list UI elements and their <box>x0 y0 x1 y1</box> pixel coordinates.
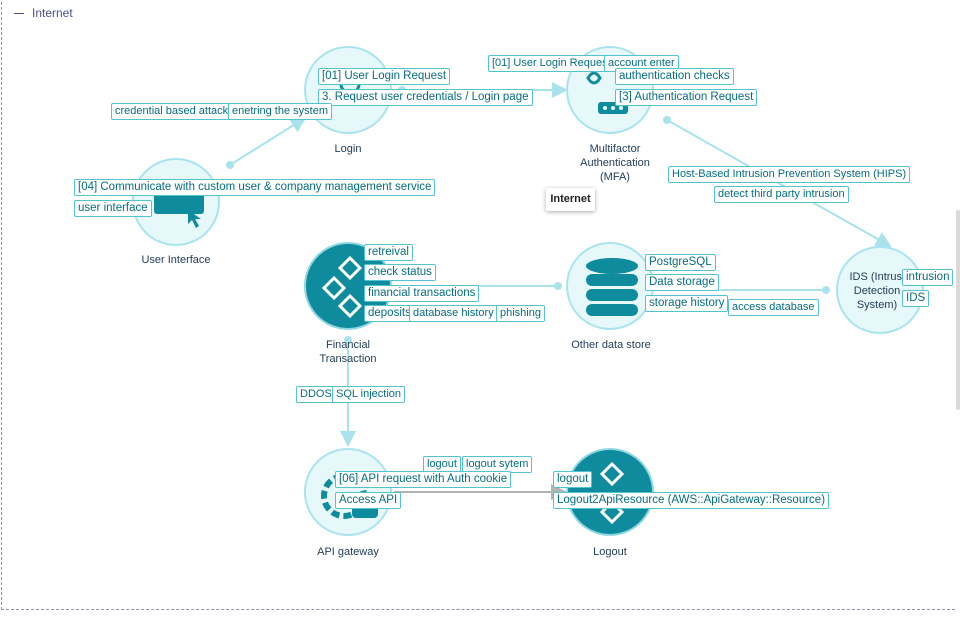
tag-logout-b[interactable]: logout <box>553 471 593 488</box>
ids-label-line-2: Detection <box>853 285 901 297</box>
vertical-scrollbar[interactable] <box>956 210 960 410</box>
logout-label: Logout <box>593 546 627 558</box>
tag-credential-attack[interactable]: credential based attack <box>111 103 233 120</box>
tag-ids[interactable]: IDS <box>902 290 930 307</box>
tag-intrusion[interactable]: intrusion <box>902 269 954 286</box>
financial-label-line-1: Financial <box>325 339 371 351</box>
tag-retreival[interactable]: retreival <box>364 244 413 261</box>
api-gateway-label: API gateway <box>317 546 379 558</box>
datastore-node[interactable] <box>566 242 654 330</box>
tag-account-enter[interactable]: account enter <box>604 55 679 72</box>
tag-login-request[interactable]: [01] User Login Request <box>318 68 451 85</box>
tag-sql-injection[interactable]: SQL injection <box>332 386 406 403</box>
tag-logout-resource[interactable]: Logout2ApiResource (AWS::ApiGateway::Res… <box>553 492 830 509</box>
mfa-label: Multifactor Authentication (MFA) <box>570 142 660 184</box>
tag-access-database[interactable]: access database <box>728 299 819 316</box>
boundary-title: Internet <box>14 6 73 20</box>
mfa-label-line-3: (MFA) <box>600 171 630 183</box>
tooltip-internet: Internet <box>546 188 595 211</box>
tag-communicate[interactable]: [04] Communicate with custom user & comp… <box>74 179 436 196</box>
mfa-label-line-1: Multifactor <box>589 143 641 155</box>
tag-request-credentials[interactable]: 3. Request user credentials / Login page <box>318 89 533 106</box>
ids-label: IDS (Intrusi Detection System) <box>838 270 916 312</box>
tag-third-party[interactable]: detect third party intrusion <box>714 186 849 203</box>
mfa-label-line-2: Authentication <box>580 157 650 169</box>
tag-auth-request[interactable]: [3] Authentication Request <box>615 89 758 106</box>
tag-api-request[interactable]: [06] API request with Auth cookie <box>335 471 512 488</box>
tag-logout-sytem[interactable]: logout sytem <box>462 456 533 473</box>
edge-mfa-ids[interactable] <box>666 119 892 247</box>
tag-deposits[interactable]: deposits <box>364 305 415 322</box>
financial-label-line-2: Transaction <box>319 353 377 365</box>
tag-user-interface[interactable]: user interface <box>74 200 152 217</box>
ids-label-line-3: System) <box>856 299 898 311</box>
login-label: Login <box>334 143 362 155</box>
database-icon <box>586 258 638 316</box>
tag-storage-history[interactable]: storage history <box>645 295 729 312</box>
tag-access-api[interactable]: Access API <box>335 492 402 509</box>
tag-entering-system[interactable]: enetring the system <box>228 103 332 120</box>
tag-phishing[interactable]: phishing <box>496 305 545 322</box>
tag-financial-transactions[interactable]: financial transactions <box>364 285 480 302</box>
tag-hips[interactable]: Host-Based Intrusion Prevention System (… <box>668 166 911 183</box>
tag-mfa-login-request[interactable]: [01] User Login Request <box>488 55 615 72</box>
user-interface-label: User Interface <box>141 254 211 266</box>
tag-ddos[interactable]: DDOS <box>296 386 336 403</box>
edge-ui-login[interactable] <box>229 116 307 166</box>
datastore-label: Other data store <box>571 339 651 351</box>
financial-icon <box>321 255 363 319</box>
ids-label-line-1: IDS (Intrusi <box>849 271 905 283</box>
boundary-title-text: Internet <box>32 6 73 20</box>
internet-boundary <box>1 2 955 610</box>
ids-node[interactable] <box>836 246 924 334</box>
tag-database-history[interactable]: database history <box>409 305 498 322</box>
tag-postgresql[interactable]: PostgreSQL <box>645 254 716 271</box>
tag-data-storage[interactable]: Data storage <box>645 274 719 291</box>
tag-check-status[interactable]: check status <box>364 264 436 281</box>
tag-auth-checks[interactable]: authentication checks <box>615 68 734 85</box>
financial-label: Financial Transaction <box>306 338 390 366</box>
